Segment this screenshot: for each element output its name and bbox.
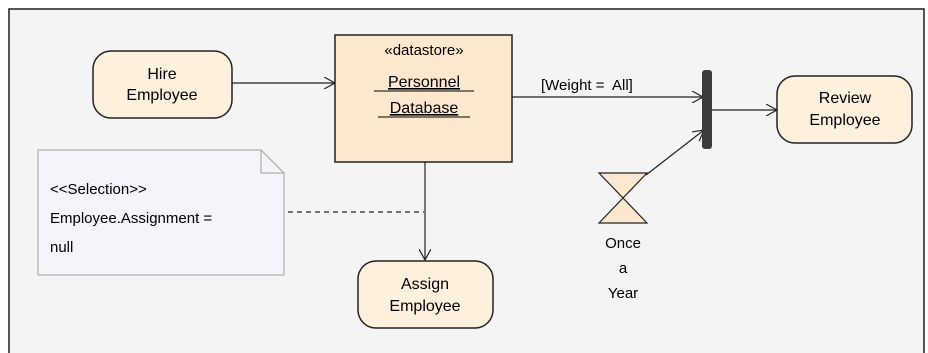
datastore-name-line-2: Database: [390, 100, 459, 117]
note-line-3: null: [50, 239, 73, 256]
activity-shape: [776, 75, 913, 144]
activity-label-line-2: Employee: [389, 298, 460, 315]
note-fold: [260, 150, 284, 174]
note-line-1: <<Selection>>: [50, 181, 147, 198]
datastore-stereotype: «datastore»: [384, 42, 463, 59]
activity-review-employee[interactable]: Review Employee: [776, 75, 913, 144]
note-line-2: Employee.Assignment =: [50, 210, 212, 227]
edge-timer-to-fork: [645, 130, 704, 176]
hourglass-icon: [597, 172, 649, 224]
activity-label-line-1: Assign: [401, 276, 449, 293]
datastore-name-line-1: Personnel: [388, 74, 460, 91]
activity-hire-employee[interactable]: Hire Employee: [92, 50, 233, 119]
selection-note[interactable]: <<Selection>> Employee.Assignment = null: [37, 149, 285, 276]
note-shape: [37, 149, 285, 276]
timer-label-line-3: Year: [608, 285, 638, 302]
datastore-personnel-database[interactable]: «datastore» Personnel Database: [334, 34, 513, 163]
activity-label-line-2: Employee: [809, 112, 880, 129]
activity-shape: [357, 260, 494, 329]
datastore-shape: [334, 34, 513, 163]
activity-label-line-1: Review: [819, 90, 872, 107]
activity-label-line-2: Employee: [126, 87, 197, 104]
timer-label-line-2: a: [619, 260, 628, 277]
fork-join-bar[interactable]: [702, 70, 712, 149]
activity-shape: [92, 50, 233, 119]
timer-label-line-1: Once: [605, 235, 641, 252]
activity-label-line-1: Hire: [147, 66, 176, 83]
weight-guard-label: [Weight = All]: [541, 77, 633, 94]
activity-assign-employee[interactable]: Assign Employee: [357, 260, 494, 329]
timer-once-a-year[interactable]: Once a Year: [597, 172, 649, 302]
